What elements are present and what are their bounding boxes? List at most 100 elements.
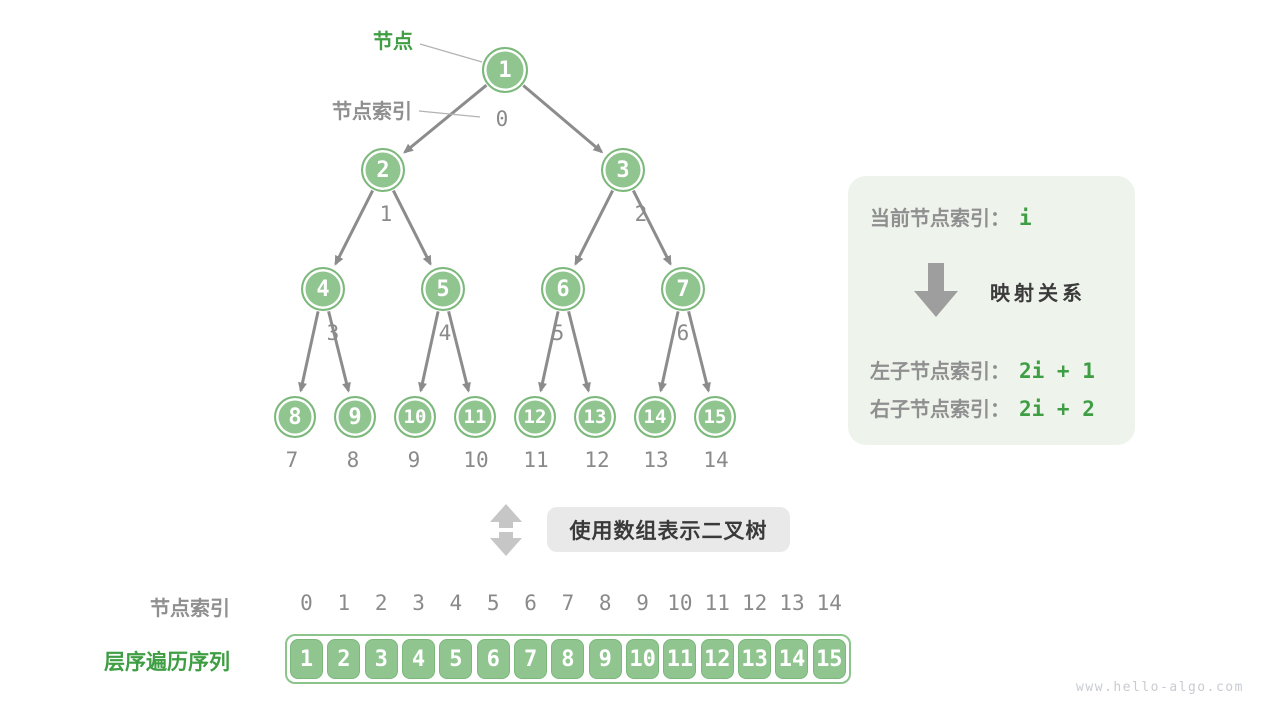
right-child-row: 右子节点索引： 2i + 2 — [870, 393, 1095, 422]
callout-leader-lines — [418, 43, 483, 118]
tree-node: 3 — [601, 148, 645, 192]
tree-edge — [632, 189, 672, 266]
array-index: 12 — [741, 591, 768, 615]
array-index: 10 — [667, 591, 693, 615]
array-index: 8 — [598, 591, 612, 615]
array-index: 9 — [636, 591, 649, 615]
tree-node: 6 — [541, 267, 585, 311]
array-index: 1 — [337, 591, 351, 615]
array-cell: 11 — [663, 639, 697, 679]
tree-node-index: 5 — [551, 321, 565, 345]
array-index: 4 — [449, 591, 463, 615]
updown-arrow-icon — [490, 504, 522, 556]
tree-edge — [567, 310, 591, 393]
tree-node: 9 — [334, 396, 376, 438]
left-child-code: 2i + 1 — [1019, 359, 1095, 383]
array-cell: 2 — [327, 639, 361, 679]
array-cell: 6 — [476, 639, 510, 679]
left-child-label: 左子节点索引： — [870, 359, 1010, 383]
tree-node: 5 — [421, 267, 465, 311]
array-cell: 14 — [775, 639, 809, 679]
tree-node: 7 — [661, 267, 705, 311]
array-cell: 9 — [588, 639, 622, 679]
tree-node-index: 6 — [676, 321, 690, 345]
array-index: 14 — [816, 591, 842, 615]
node-index-callout-label: 节点索引 — [332, 99, 412, 123]
node-callout-label: 节点 — [373, 29, 413, 53]
tree-node-index: 1 — [379, 202, 393, 226]
array-index: 11 — [704, 591, 730, 615]
array-cell: 15 — [812, 639, 846, 679]
tree-node-index: 13 — [643, 448, 669, 472]
sequence-row-label: 层序遍历序列 — [104, 650, 230, 674]
mapping-panel: 当前节点索引： i 映射关系 左子节点索引： 2i + 1 右子节点索引： 2i… — [848, 176, 1135, 445]
tree-node-index: 11 — [523, 448, 549, 472]
array-index: 5 — [486, 591, 500, 615]
mapping-relation-label: 映射关系 — [990, 281, 1086, 305]
tree-node: 11 — [454, 396, 496, 438]
tree-node-index: 10 — [463, 448, 489, 472]
array-cell: 13 — [738, 639, 772, 679]
array-index: 0 — [300, 591, 313, 615]
tree-edge — [327, 310, 351, 393]
right-child-code: 2i + 2 — [1019, 397, 1095, 421]
array-index-row-label: 节点索引 — [150, 596, 230, 620]
down-arrow-icon — [914, 263, 958, 317]
left-child-row: 左子节点索引： 2i + 1 — [870, 355, 1095, 384]
array-cell: 10 — [626, 639, 660, 679]
tree-edge — [447, 310, 471, 393]
tree-node: 8 — [274, 396, 316, 438]
array-cell: 5 — [439, 639, 473, 679]
tree-edge — [658, 311, 680, 393]
tree-node: 4 — [301, 267, 345, 311]
tree-node-index: 2 — [634, 202, 648, 226]
array-cell: 7 — [514, 639, 548, 679]
array-cell: 3 — [364, 639, 398, 679]
array-index: 3 — [412, 591, 425, 615]
array-cell: 12 — [700, 639, 734, 679]
current-index-label: 当前节点索引： — [870, 206, 1010, 230]
current-index-row: 当前节点索引： i — [870, 202, 1032, 231]
tree-edge — [687, 310, 711, 393]
tree-edge — [574, 189, 614, 266]
array-index: 6 — [524, 591, 537, 615]
tree-node: 2 — [361, 148, 405, 192]
tree-node-index: 8 — [346, 448, 360, 472]
array-index: 2 — [374, 591, 388, 615]
tree-node: 1 — [482, 47, 528, 93]
array-cell: 1 — [290, 639, 323, 679]
bridge-label: 使用数组表示二叉树 — [547, 507, 790, 552]
array-index: 13 — [779, 591, 805, 615]
tree-node: 15 — [694, 396, 736, 438]
tree-edge — [418, 311, 440, 393]
tree-node: 10 — [394, 396, 436, 438]
tree-node: 13 — [574, 396, 616, 438]
tree-node-index: 9 — [407, 448, 421, 472]
array-index: 7 — [561, 591, 575, 615]
array-cell: 4 — [402, 639, 436, 679]
tree-node-index: 0 — [495, 107, 509, 131]
tree-edge — [392, 189, 432, 266]
watermark: www.hello-algo.com — [1076, 680, 1244, 695]
tree-node-index: 7 — [285, 448, 299, 472]
callout-leader-line — [419, 43, 483, 63]
tree-edge — [298, 311, 320, 393]
current-index-code: i — [1019, 206, 1032, 230]
tree-edge — [522, 84, 604, 154]
tree-edge — [403, 84, 488, 154]
tree-edge — [538, 311, 560, 393]
right-child-label: 右子节点索引： — [870, 397, 1010, 421]
array-cell: 8 — [551, 639, 585, 679]
callout-leader-line — [418, 110, 481, 118]
tree-edge — [334, 189, 374, 266]
tree-node-index: 4 — [438, 321, 452, 345]
tree-node-index: 12 — [584, 448, 610, 472]
tree-edges — [298, 84, 711, 393]
tree-node-index: 14 — [703, 448, 729, 472]
tree-node: 12 — [514, 396, 556, 438]
tree-node: 14 — [634, 396, 676, 438]
